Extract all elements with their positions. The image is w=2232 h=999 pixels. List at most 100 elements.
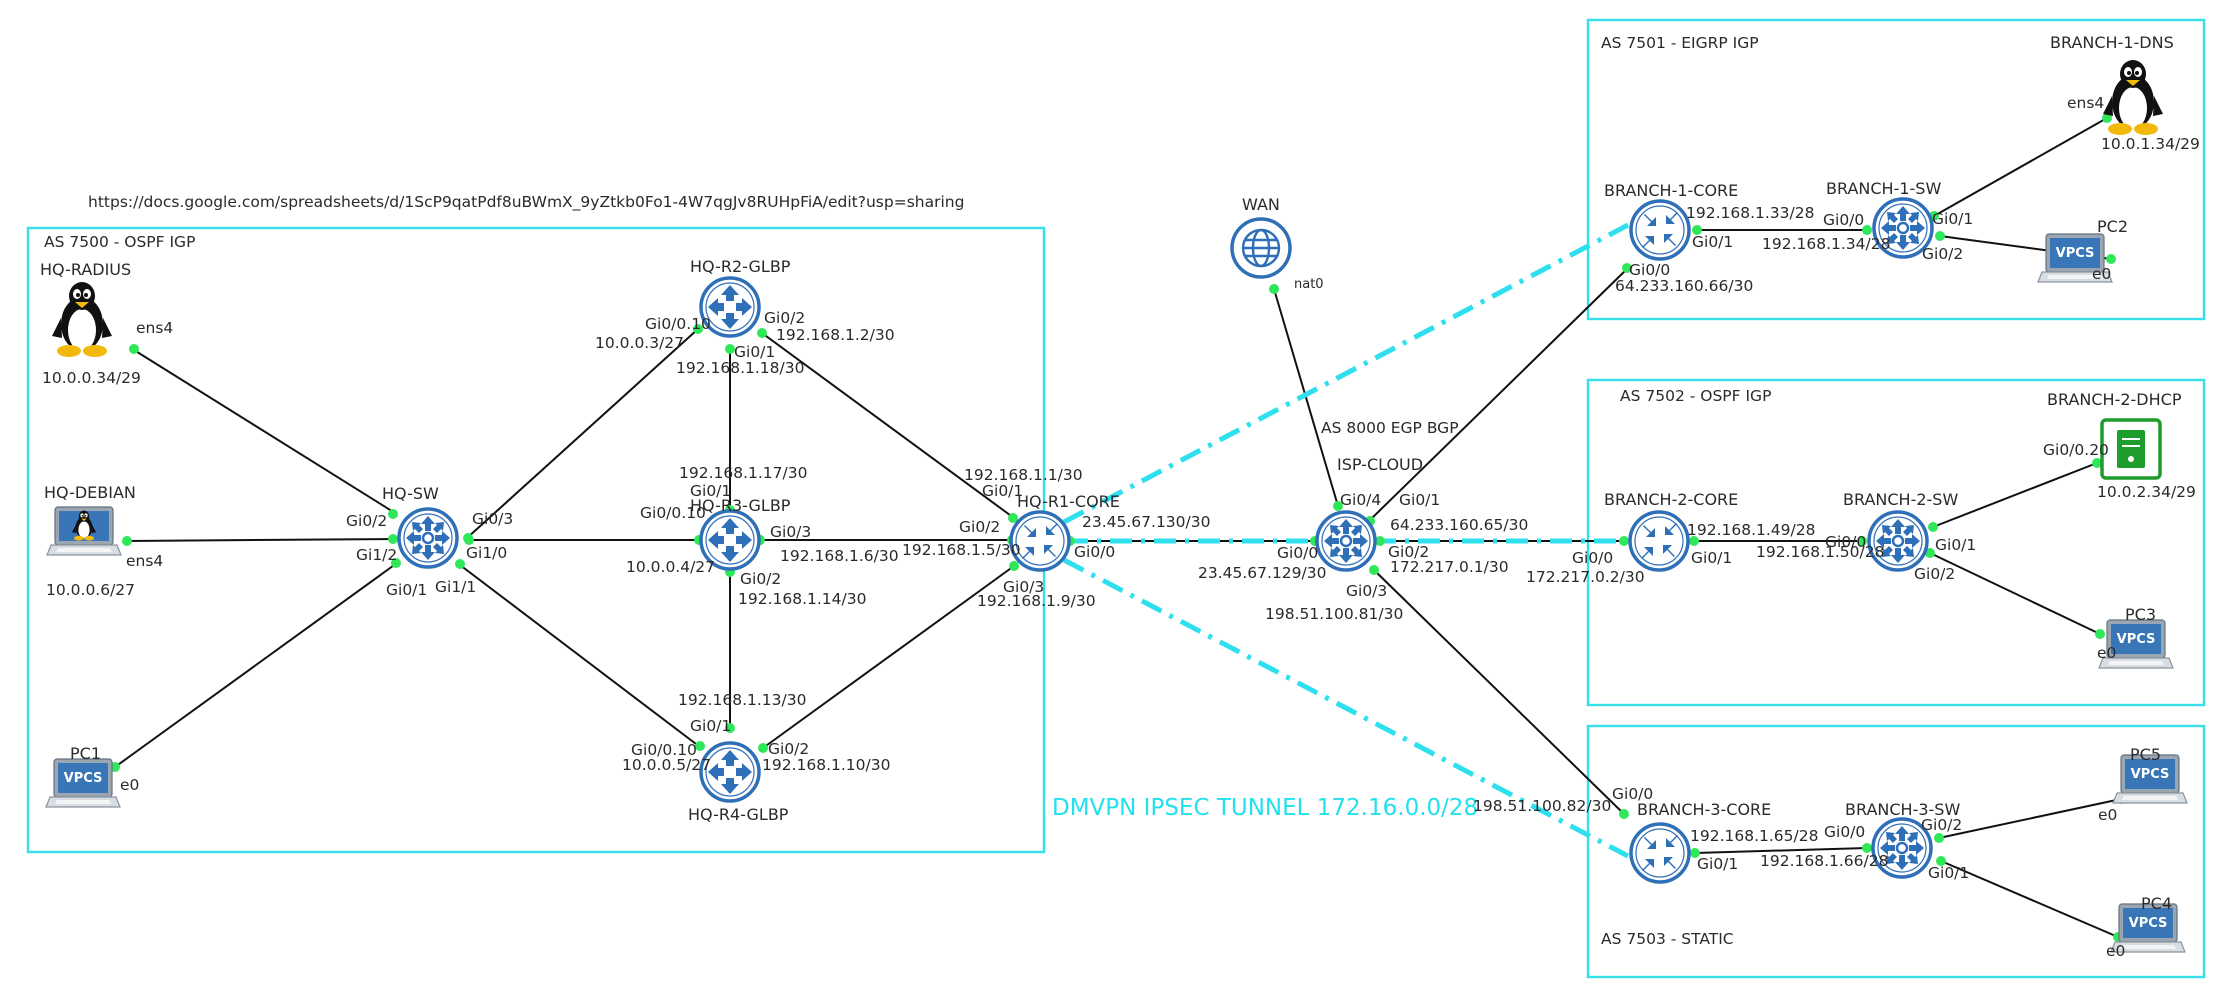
link-r4-r1 xyxy=(762,565,1015,749)
svg-text:Gi0/2: Gi0/2 xyxy=(764,309,805,327)
svg-text:192.168.1.1/30: 192.168.1.1/30 xyxy=(964,466,1083,484)
node-label: BRANCH-2-DHCP xyxy=(2047,390,2182,409)
svg-text:23.45.67.130/30: 23.45.67.130/30 xyxy=(1082,513,1210,531)
node-label: PC3 xyxy=(2125,605,2156,624)
node-label: BRANCH-3-SW xyxy=(1845,800,1960,819)
svg-text:Gi0/2: Gi0/2 xyxy=(959,518,1000,536)
svg-text:172.217.0.1/30: 172.217.0.1/30 xyxy=(1390,558,1509,576)
svg-text:192.168.1.65/28: 192.168.1.65/28 xyxy=(1690,827,1818,845)
link-b3sw-pc5 xyxy=(1938,798,2122,839)
node-label: ISP-CLOUD xyxy=(1337,455,1423,474)
node-label: HQ-R2-GLBP xyxy=(690,257,791,276)
tunnel-r1-b1 xyxy=(1062,222,1630,525)
branch2-sw-node[interactable] xyxy=(1867,510,1929,572)
svg-text:192.168.1.34/28: 192.168.1.34/28 xyxy=(1762,235,1890,253)
svg-text:192.168.1.10/30: 192.168.1.10/30 xyxy=(762,756,890,774)
isp-cloud-node[interactable] xyxy=(1315,510,1377,572)
svg-text:192.168.1.18/30: 192.168.1.18/30 xyxy=(676,359,804,377)
svg-text:Gi0/2: Gi0/2 xyxy=(1388,543,1429,561)
area-branch2-box xyxy=(1586,378,2206,707)
branch3-core-node[interactable] xyxy=(1629,822,1691,884)
svg-text:10.0.0.5/27: 10.0.0.5/27 xyxy=(622,756,711,774)
node-label: PC4 xyxy=(2141,894,2172,913)
svg-text:Gi0/1: Gi0/1 xyxy=(1692,233,1733,251)
svg-text:Gi0/1: Gi0/1 xyxy=(1935,536,1976,554)
svg-text:Gi0/0: Gi0/0 xyxy=(1277,544,1318,562)
pc5-node[interactable]: VPCS xyxy=(2112,754,2188,804)
area-isp-label: AS 8000 EGP BGP xyxy=(1321,419,1459,437)
link-b2sw-dhcp xyxy=(1932,462,2098,528)
svg-text:Gi0/0: Gi0/0 xyxy=(1825,533,1866,551)
hq-radius-node[interactable] xyxy=(52,282,112,357)
pc3-node[interactable]: VPCS xyxy=(2098,619,2174,669)
link-debian-sw xyxy=(125,538,397,542)
svg-text:172.217.0.2/30: 172.217.0.2/30 xyxy=(1526,568,1645,586)
svg-text:e0: e0 xyxy=(2106,942,2125,960)
node-label: PC2 xyxy=(2097,217,2128,236)
area-hq-label: AS 7500 - OSPF IGP xyxy=(44,233,195,251)
svg-text:Gi0/2: Gi0/2 xyxy=(1921,816,1962,834)
vpcs-text: VPCS xyxy=(2117,632,2156,647)
vpcs-text: VPCS xyxy=(2131,767,2170,782)
link-b1sw-dns xyxy=(1933,117,2108,217)
svg-text:192.168.1.33/28: 192.168.1.33/28 xyxy=(1686,204,1814,222)
svg-text:nat0: nat0 xyxy=(1294,277,1324,292)
svg-text:Gi0/0: Gi0/0 xyxy=(1824,823,1865,841)
spreadsheet-url[interactable]: https://docs.google.com/spreadsheets/d/1… xyxy=(88,193,964,212)
svg-text:192.168.1.6/30: 192.168.1.6/30 xyxy=(780,547,899,565)
svg-text:e0: e0 xyxy=(2092,265,2111,283)
pc2-node[interactable]: VPCS xyxy=(2037,233,2113,283)
dmvpn-tunnel-label: DMVPN IPSEC TUNNEL 172.16.0.0/28 xyxy=(1052,795,1478,821)
link-b3core-b3sw xyxy=(1694,847,1868,854)
svg-text:ens4: ens4 xyxy=(126,552,163,570)
svg-text:Gi0/2: Gi0/2 xyxy=(768,740,809,758)
svg-text:Gi0/0.10: Gi0/0.10 xyxy=(645,315,711,333)
pc4-node[interactable]: VPCS xyxy=(2110,903,2186,953)
node-label: HQ-DEBIAN xyxy=(44,483,136,502)
svg-text:192.168.1.66/28: 192.168.1.66/28 xyxy=(1760,852,1888,870)
branch1-dns-node[interactable] xyxy=(2103,60,2163,135)
svg-text:Gi1/1: Gi1/1 xyxy=(435,578,476,596)
branch2-core-node[interactable] xyxy=(1628,510,1690,572)
node-label: HQ-R3-GLBP xyxy=(690,496,791,515)
svg-text:Gi0/3: Gi0/3 xyxy=(1346,582,1387,600)
node-label: BRANCH-2-SW xyxy=(1843,490,1958,509)
area-branch1-box xyxy=(1586,18,2206,321)
branch1-core-node[interactable] xyxy=(1629,199,1691,261)
svg-text:Gi0/0: Gi0/0 xyxy=(1074,543,1115,561)
multilayer-switch-icon xyxy=(397,507,459,569)
svg-text:ens4: ens4 xyxy=(136,319,173,337)
svg-text:Gi0/4: Gi0/4 xyxy=(1340,491,1381,509)
svg-text:192.168.1.17/30: 192.168.1.17/30 xyxy=(679,464,807,482)
hq-debian-node[interactable] xyxy=(46,506,122,556)
node-label: BRANCH-3-CORE xyxy=(1637,800,1771,819)
svg-text:Gi0/0: Gi0/0 xyxy=(1572,549,1613,567)
globe-icon xyxy=(1241,228,1281,268)
vpcs-text: VPCS xyxy=(2129,916,2168,931)
svg-text:10.0.0.34/29: 10.0.0.34/29 xyxy=(42,369,141,387)
svg-text:192.168.1.9/30: 192.168.1.9/30 xyxy=(977,592,1096,610)
hq-sw-node[interactable] xyxy=(397,507,459,569)
node-label: HQ-R1-CORE xyxy=(1017,492,1120,511)
branch2-dhcp-node[interactable] xyxy=(2100,418,2162,480)
node-label: HQ-SW xyxy=(382,484,439,503)
node-label: HQ-R4-GLBP xyxy=(688,805,789,824)
pc1-node[interactable]: VPCS xyxy=(45,758,121,808)
svg-text:192.168.1.2/30: 192.168.1.2/30 xyxy=(776,326,895,344)
multilayer-switch-icon xyxy=(1867,510,1929,572)
svg-text:Gi0/0.10: Gi0/0.10 xyxy=(631,741,697,759)
svg-text:64.233.160.66/30: 64.233.160.66/30 xyxy=(1615,277,1753,295)
multilayer-switch-icon xyxy=(1315,510,1377,572)
wan-node[interactable] xyxy=(1230,217,1292,279)
svg-text:192.168.1.5/30: 192.168.1.5/30 xyxy=(902,541,1021,559)
svg-text:23.45.67.129/30: 23.45.67.129/30 xyxy=(1198,564,1326,582)
tunnel-r1-b3 xyxy=(1062,557,1630,859)
linux-tux-icon xyxy=(2103,60,2163,135)
area-b1-label: AS 7501 - EIGRP IGP xyxy=(1601,34,1759,52)
svg-text:10.0.0.4/27: 10.0.0.4/27 xyxy=(626,558,715,576)
link-b2sw-pc3 xyxy=(1929,552,2101,635)
node-label: HQ-RADIUS xyxy=(40,260,131,279)
svg-text:64.233.160.65/30: 64.233.160.65/30 xyxy=(1390,516,1528,534)
